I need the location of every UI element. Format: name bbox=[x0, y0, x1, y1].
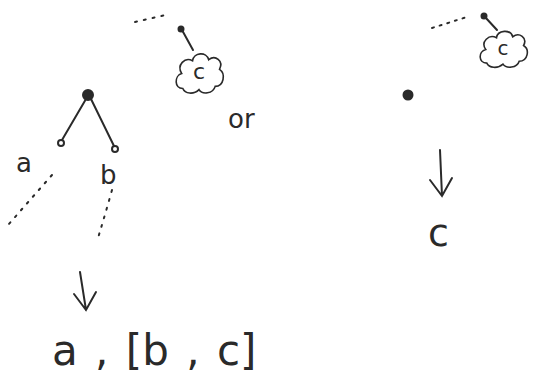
leaf-label: a bbox=[16, 150, 32, 176]
result-label: c bbox=[428, 214, 449, 252]
leaf-label: b bbox=[100, 162, 117, 188]
leaf-dot bbox=[58, 140, 64, 146]
cloud-text: c bbox=[172, 61, 226, 83]
down-arrow bbox=[430, 150, 452, 196]
branch-line bbox=[91, 99, 114, 146]
cloud-text: c bbox=[476, 38, 530, 58]
cloud-node: c bbox=[476, 26, 530, 70]
result-label: a , [b , c] bbox=[52, 330, 256, 372]
dotted-line bbox=[8, 175, 52, 225]
branch-line bbox=[182, 30, 193, 50]
branch-line bbox=[62, 99, 86, 140]
branch-line bbox=[485, 17, 497, 30]
tree-root-dot bbox=[404, 91, 413, 100]
down-arrow bbox=[74, 272, 96, 310]
cloud-node: c bbox=[172, 48, 226, 96]
leaf-dot bbox=[112, 146, 118, 152]
dotted-line bbox=[98, 190, 112, 238]
or-label: or bbox=[228, 106, 255, 132]
dotted-line bbox=[135, 14, 170, 22]
dotted-line bbox=[432, 16, 470, 28]
